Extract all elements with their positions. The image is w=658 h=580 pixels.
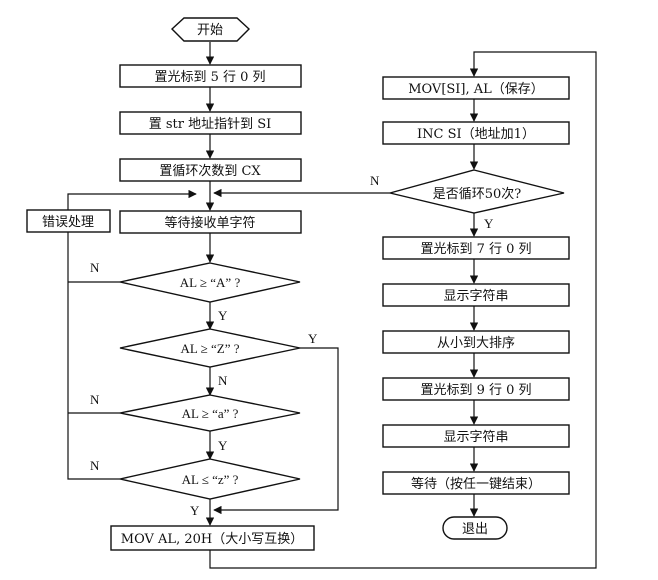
line-lez-no-bus [67,232,120,480]
label-gea-yes: Y [218,438,228,453]
process-inc-si: INC SI（地址加1） [382,121,570,145]
process-sort-label: 从小到大排序 [437,336,515,351]
process-error-handling: 错误处理 [26,209,111,233]
process-set-str-si-label: 置 str 地址指针到 SI [149,117,272,132]
process-sort: 从小到大排序 [382,330,570,354]
decision-ge-a-label: AL ≥ “a” ? [182,406,239,421]
decision-ge-A: AL ≥ “A” ? [119,262,301,303]
decision-ge-Z-label: AL ≥ “Z” ? [181,341,240,356]
process-wait-any-key-label: 等待（按任一键结束） [411,476,541,492]
decision-ge-Z: AL ≥ “Z” ? [119,328,301,368]
label-gea-no: N [90,392,100,407]
start-node: 开始 [170,17,251,42]
process-mov-si-al: MOV[SI], AL（保存） [382,76,570,100]
process-set-loop-cx-label: 置循环次数到 CX [159,163,261,179]
process-mov-si-al-label: MOV[SI], AL（保存） [408,82,544,97]
branch-labels: N Y Y N N Y N Y N Y [90,173,494,518]
line-error-return [67,189,197,210]
end-label: 退出 [462,522,488,537]
process-mov-al-20h-label: MOV AL, 20H（大小写互换） [121,532,303,547]
label-loop-no: N [370,173,380,188]
decision-le-z-label: AL ≤ “z” ? [182,472,239,487]
end-node: 退出 [442,516,508,540]
decision-loop-50: 是否循环50次? [389,169,565,214]
decision-ge-a: AL ≥ “a” ? [119,394,301,432]
process-set-cursor-9-0: 置光标到 9 行 0 列 [382,377,570,401]
process-set-cursor-5-0: 置光标到 5 行 0 列 [119,64,302,88]
label-lez-no: N [90,458,100,473]
process-show-string-2: 显示字符串 [382,424,570,448]
process-set-cursor-5-0-label: 置光标到 5 行 0 列 [154,70,265,85]
label-loop-yes: Y [484,216,494,231]
process-set-cursor-7-0: 置光标到 7 行 0 列 [382,236,570,260]
process-mov-al-20h: MOV AL, 20H（大小写互换） [110,525,315,551]
process-wait-receive: 等待接收单字符 [119,210,302,234]
line-mov20h-to-movsi [209,51,597,569]
process-show-string-2-label: 显示字符串 [443,429,508,445]
process-show-string-1-label: 显示字符串 [443,288,508,304]
process-wait-receive-label: 等待接收单字符 [164,215,255,231]
label-geZ-yes: Y [308,331,318,346]
process-set-cursor-9-0-label: 置光标到 9 行 0 列 [420,383,531,398]
process-set-loop-cx: 置循环次数到 CX [119,158,302,182]
decision-loop-50-label: 是否循环50次? [433,186,522,202]
process-set-str-si: 置 str 地址指针到 SI [119,111,302,135]
label-geA-no: N [90,260,100,275]
start-label: 开始 [197,23,223,38]
process-inc-si-label: INC SI（地址加1） [417,127,535,142]
label-geZ-no: N [218,373,228,388]
connectors [67,42,597,569]
process-wait-any-key: 等待（按任一键结束） [382,471,570,495]
label-lez-yes: Y [190,503,200,518]
label-geA-yes: Y [218,308,228,323]
process-set-cursor-7-0-label: 置光标到 7 行 0 列 [420,242,531,257]
process-error-handling-label: 错误处理 [42,215,94,230]
decision-ge-A-label: AL ≥ “A” ? [180,275,241,290]
line-geZ-yes [213,347,339,515]
process-show-string-1: 显示字符串 [382,283,570,307]
decision-le-z: AL ≤ “z” ? [119,458,301,500]
